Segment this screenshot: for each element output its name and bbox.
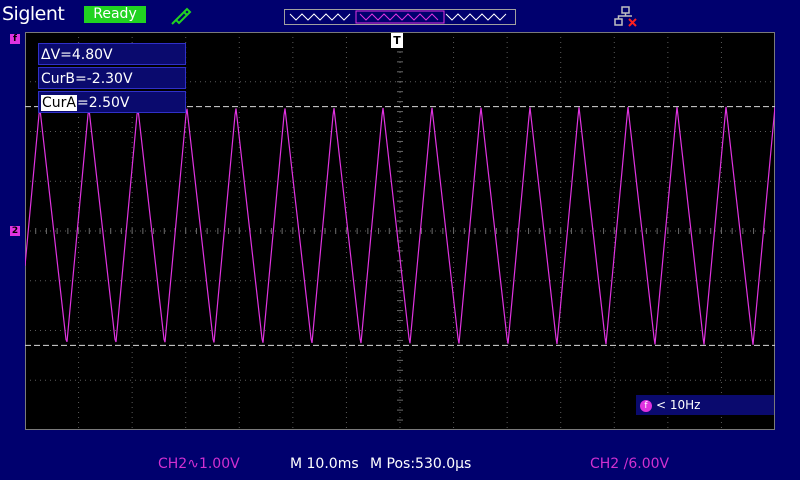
cursor-a-value: =2.50V	[76, 95, 130, 111]
screen-border	[25, 32, 775, 430]
network-disconnected-icon	[614, 6, 637, 27]
trigger-readout[interactable]: CH2 ∕6.00V	[590, 456, 670, 472]
channel-2-ground-marker[interactable]: 2	[10, 226, 20, 236]
frequency-value: < 10Hz	[656, 398, 701, 412]
waveform-display[interactable]	[25, 32, 775, 430]
frequency-counter: f < 10Hz	[636, 395, 774, 415]
probe-icon	[171, 7, 192, 25]
horizontal-position-readout[interactable]: M Pos:530.0μs	[370, 456, 472, 472]
channel-2-scale[interactable]: CH2∿1.00V	[158, 456, 240, 472]
status-badge: Ready	[84, 6, 146, 23]
cursor-b-readout: CurB=-2.30V	[38, 67, 186, 89]
memory-overview-bar: T	[284, 9, 516, 25]
cursor-a-name: CurA	[41, 95, 77, 111]
cursor-a-readout: CurA=2.50V	[38, 91, 186, 113]
trigger-time-marker[interactable]: T	[391, 33, 403, 48]
cursor-delta-readout: ΔV=4.80V	[38, 43, 186, 65]
brand-logo: Siglent	[2, 3, 65, 25]
frequency-counter-icon: f	[640, 399, 652, 412]
timebase-readout[interactable]: M 10.0ms	[290, 456, 359, 472]
svg-text:T: T	[397, 9, 403, 10]
trigger-level-marker[interactable]: f	[10, 34, 20, 44]
channel-2-trace	[25, 106, 775, 345]
